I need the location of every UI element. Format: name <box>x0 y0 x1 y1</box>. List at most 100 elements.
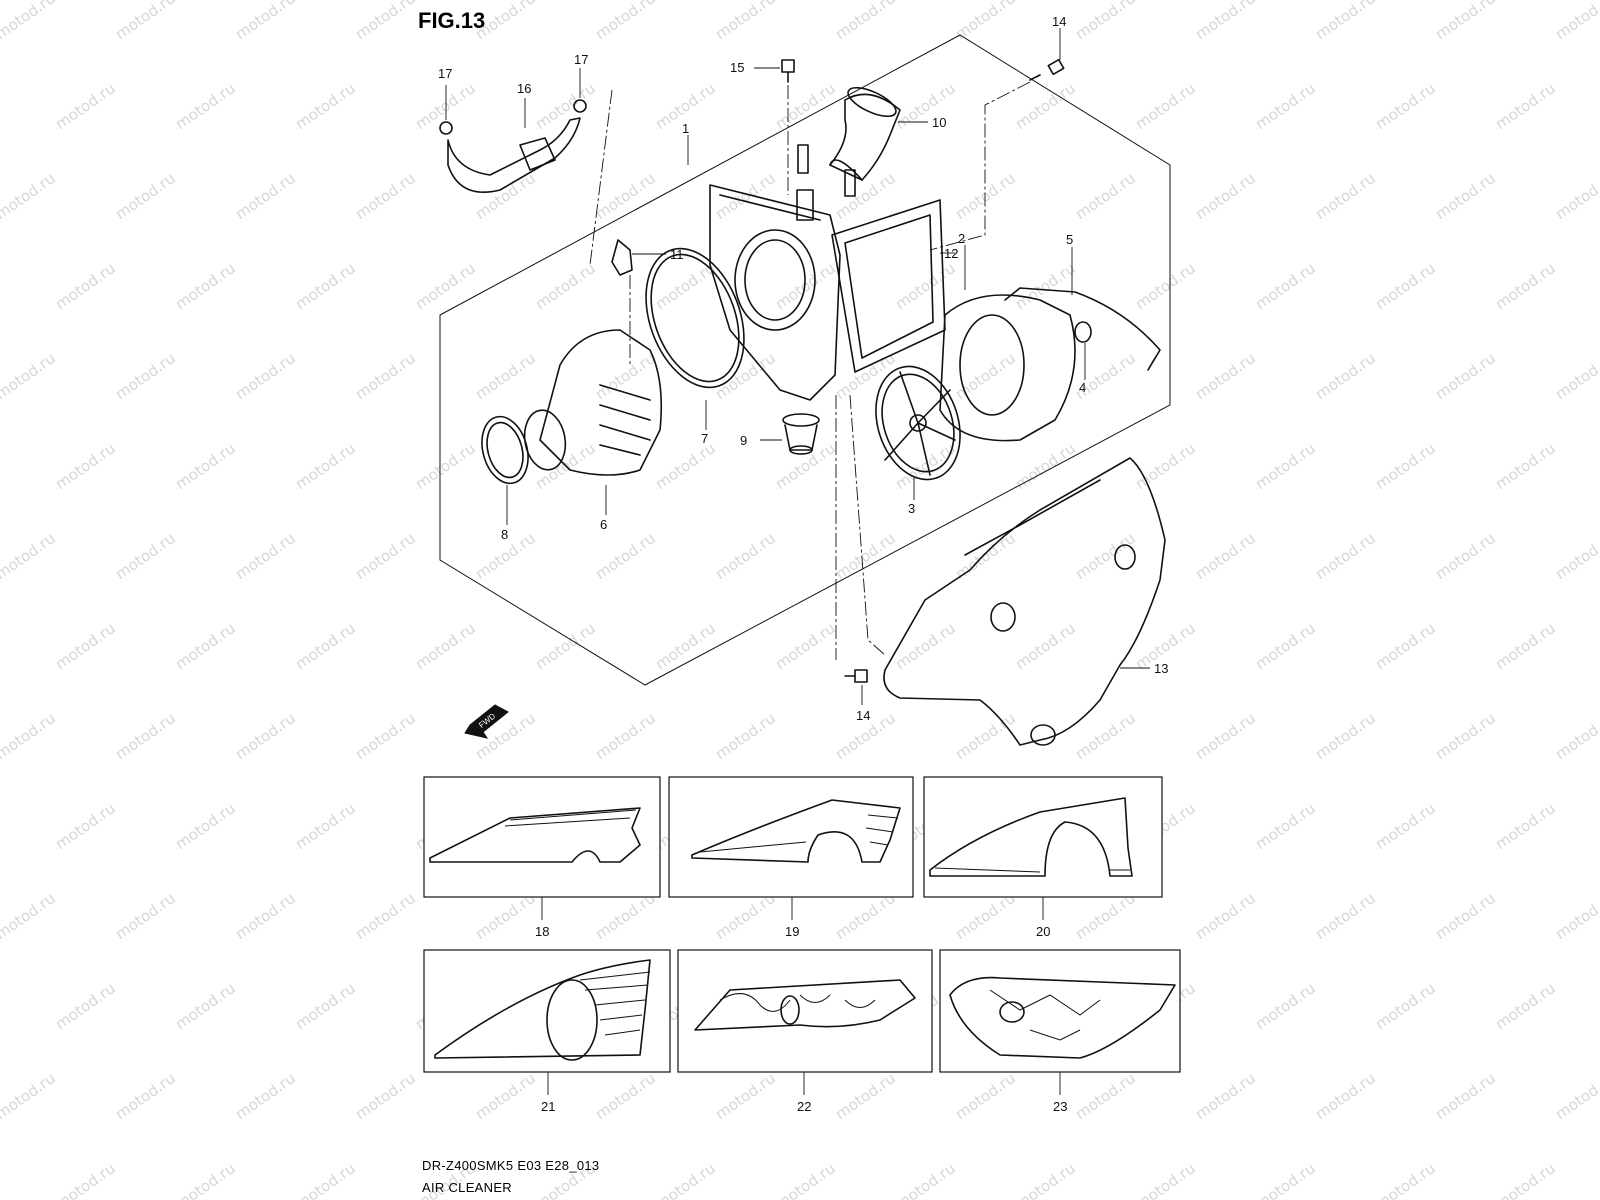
decal-18-label: 18 <box>535 924 549 939</box>
callout-14-lower: 14 <box>856 708 870 723</box>
watermark-text: motod.ru <box>1012 259 1079 313</box>
watermark-text: motod.ru <box>532 619 599 673</box>
watermark-text: motod.ru <box>52 619 119 673</box>
watermark-text: motod.ru <box>1192 169 1259 223</box>
elbow-fitting <box>611 239 633 276</box>
grommet-lower <box>796 189 814 221</box>
bolt-15 <box>781 59 795 83</box>
watermark-text: motod.ru <box>1552 1069 1600 1123</box>
watermark-text: motod.ru <box>1432 349 1499 403</box>
watermark-text: motod.ru <box>532 259 599 313</box>
watermark-text: motod.ru <box>1252 1159 1319 1200</box>
watermark-text: motod.ru <box>652 1159 719 1200</box>
watermark-text: motod.ru <box>52 259 119 313</box>
watermark-text: motod.ru <box>1132 439 1199 493</box>
watermark-text: motod.ru <box>652 439 719 493</box>
callout-3: 3 <box>908 501 915 516</box>
watermark-text: motod.ru <box>352 709 419 763</box>
watermark-text: motod.ru <box>112 529 179 583</box>
watermark-text: motod.ru <box>1072 709 1139 763</box>
watermark-text: motod.ru <box>472 1069 539 1123</box>
watermark-text: motod.ru <box>1252 259 1319 313</box>
watermark-text: motod.ru <box>592 529 659 583</box>
decal-panel-18: 18 <box>423 776 661 939</box>
intake-boot <box>829 86 901 181</box>
callout-6: 6 <box>600 517 607 532</box>
drain-plug <box>782 413 820 455</box>
watermark-text: motod.ru <box>232 889 299 943</box>
watermark-text: motod.ru <box>52 439 119 493</box>
watermark-text: motod.ru <box>1252 979 1319 1033</box>
watermark-text: motod.ru <box>1492 439 1559 493</box>
air-filter-element <box>939 294 1076 442</box>
watermark-text: motod.ru <box>772 439 839 493</box>
watermark-text: motod.ru <box>1072 0 1139 43</box>
airbox-housing <box>709 184 841 401</box>
callout-15: 15 <box>730 60 744 75</box>
callout-8: 8 <box>501 527 508 542</box>
watermark-text: motod.ru <box>952 349 1019 403</box>
watermark-text: motod.ru <box>0 709 59 763</box>
filter-cage <box>875 365 961 481</box>
callout-13: 13 <box>1154 661 1168 676</box>
callout-17-right: 17 <box>574 52 588 67</box>
callout-1: 1 <box>682 121 689 136</box>
watermark-text: motod.ru <box>1312 889 1379 943</box>
watermark-text: motod.ru <box>292 79 359 133</box>
watermark-text: motod.ru <box>592 1069 659 1123</box>
watermark-text: motod.ru <box>172 799 239 853</box>
clamp-ring-inner <box>650 253 740 383</box>
watermark-text: motod.ru <box>172 79 239 133</box>
watermark-text: motod.ru <box>712 1069 779 1123</box>
watermark-text: motod.ru <box>0 349 59 403</box>
watermark-text: motod.ru <box>352 0 419 43</box>
watermark-text: motod.ru <box>892 439 959 493</box>
watermark-text: motod.ru <box>1072 349 1139 403</box>
bolt-14-path <box>929 81 1031 251</box>
watermark-text: motod.ru <box>52 1159 119 1200</box>
watermark-text: motod.ru <box>532 79 599 133</box>
watermark-text: motod.ru <box>1432 529 1499 583</box>
watermark-text: motod.ru <box>1192 709 1259 763</box>
watermark-text: motod.ru <box>1252 799 1319 853</box>
watermark-text: motod.ru <box>0 1069 59 1123</box>
watermark-text: motod.ru <box>1552 0 1600 43</box>
watermark-text: motod.ru <box>592 709 659 763</box>
model-code: DR-Z400SMK5 E03 E28_013 <box>422 1158 599 1173</box>
watermark-text: motod.ru <box>1552 889 1600 943</box>
watermark-text: motod.ru <box>172 619 239 673</box>
watermark-text: motod.ru <box>1372 619 1439 673</box>
assembly-boundary <box>439 34 1171 686</box>
watermark-text: motod.ru <box>52 979 119 1033</box>
decal-panel-21: 21 <box>423 949 671 1114</box>
watermark-text: motod.ru <box>1492 1159 1559 1200</box>
watermark-text: motod.ru <box>412 259 479 313</box>
hose-clamp <box>481 415 529 485</box>
watermark-text: motod.ru <box>892 259 959 313</box>
watermark-text: motod.ru <box>352 169 419 223</box>
decal-20-label: 20 <box>1036 924 1050 939</box>
watermark-text: motod.ru <box>112 349 179 403</box>
breather-hose <box>447 117 581 194</box>
watermark-text: motod.ru <box>52 79 119 133</box>
watermark-text: motod.ru <box>1192 0 1259 43</box>
watermark-text: motod.ru <box>1432 889 1499 943</box>
watermark-text: motod.ru <box>1132 259 1199 313</box>
decal-19-label: 19 <box>785 924 799 939</box>
watermark-text: motod.ru <box>892 79 959 133</box>
watermark-text: motod.ru <box>1192 529 1259 583</box>
decal-panel-22: 22 <box>677 949 933 1114</box>
watermark-text: motod.ru <box>1012 79 1079 133</box>
watermark-text: motod.ru <box>712 529 779 583</box>
watermark-text: motod.ru <box>1252 79 1319 133</box>
watermark-text: motod.ru <box>1552 349 1600 403</box>
watermark-text: motod.ru <box>232 169 299 223</box>
callouts: 1 2 3 4 5 6 7 8 9 10 11 12 13 14 14 15 1… <box>438 14 1168 723</box>
watermark-text: motod.ru <box>1492 79 1559 133</box>
watermark-text: motod.ru <box>1012 439 1079 493</box>
watermark-text: motod.ru <box>0 529 59 583</box>
watermark-text: motod.ru <box>1252 619 1319 673</box>
watermark-text: motod.ru <box>1552 169 1600 223</box>
hose-clip-right <box>573 99 587 113</box>
